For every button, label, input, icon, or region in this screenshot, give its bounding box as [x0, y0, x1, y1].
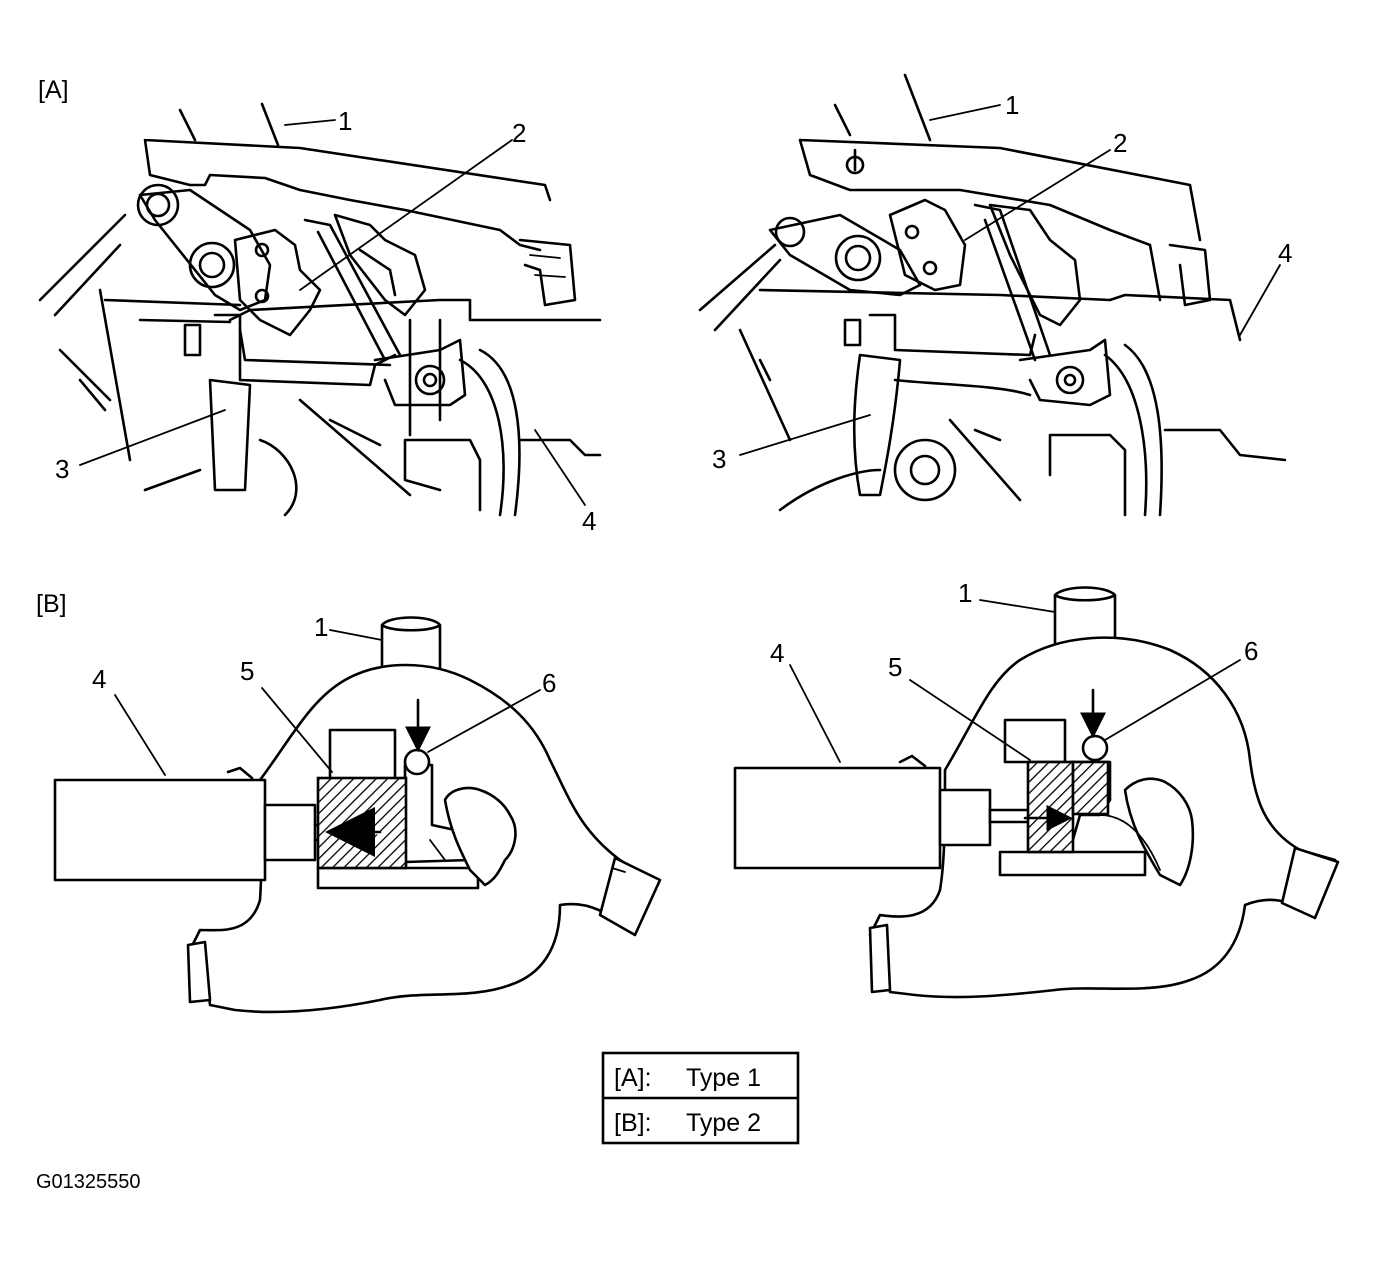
drawing-a-left — [38, 102, 602, 517]
callout-b-right-4: 4 — [770, 638, 784, 668]
callout-b-left-6: 6 — [542, 668, 556, 698]
legend-value-a: Type 1 — [686, 1064, 761, 1092]
panel-b-label: [B] — [36, 590, 67, 618]
legend-table: [A]: Type 1 [B]: Type 2 — [601, 1051, 800, 1145]
panel-a-label: [A] — [38, 76, 69, 104]
callout-b-right-6: 6 — [1244, 636, 1258, 666]
callout-a-right-3: 3 — [712, 444, 726, 474]
legend-value-b: Type 2 — [686, 1109, 761, 1137]
callouts-b: 1 4 5 6 1 4 5 6 — [92, 578, 1258, 776]
callouts-a: 1 2 3 4 1 2 3 4 — [55, 90, 1292, 536]
callout-a-right-4: 4 — [1278, 238, 1292, 268]
callout-a-left-4: 4 — [582, 506, 596, 536]
callout-b-left-1: 1 — [314, 612, 328, 642]
callout-a-right-2: 2 — [1113, 128, 1127, 158]
legend-key-a: [A]: — [614, 1064, 652, 1092]
callout-b-left-5: 5 — [240, 656, 254, 686]
callout-a-left-2: 2 — [512, 118, 526, 148]
drawing-b-left — [53, 616, 662, 1014]
callout-b-right-1: 1 — [958, 578, 972, 608]
drawing-a-right — [698, 73, 1287, 517]
figure-code: G01325550 — [36, 1171, 141, 1193]
legend-key-b: [B]: — [614, 1109, 652, 1137]
callout-b-right-5: 5 — [888, 652, 902, 682]
callout-a-right-1: 1 — [1005, 90, 1019, 120]
callout-b-left-4: 4 — [92, 664, 106, 694]
callout-a-left-3: 3 — [55, 454, 69, 484]
callout-a-left-1: 1 — [338, 106, 352, 136]
drawing-b-right — [733, 586, 1340, 999]
